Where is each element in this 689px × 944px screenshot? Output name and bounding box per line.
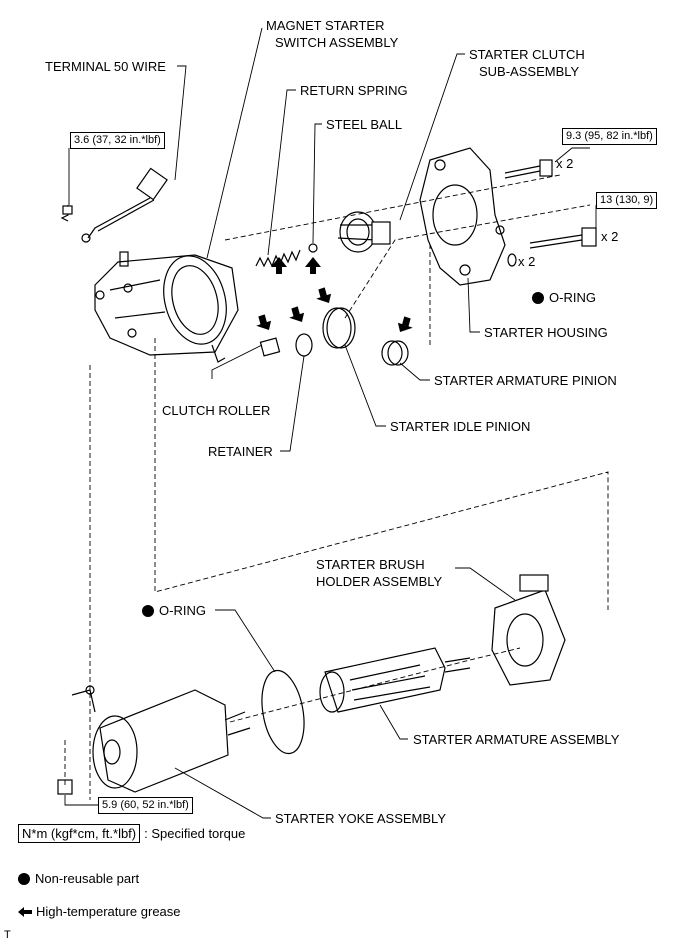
grease-arrow-icon (289, 306, 305, 322)
qty-bolt-2: x 2 (601, 229, 619, 244)
yoke-assembly-drawing (71, 685, 251, 793)
through-bolt-drawing-2 (529, 227, 597, 249)
label-starter-idle-pinion: STARTER IDLE PINION (390, 419, 531, 434)
grease-arrow-icon (305, 257, 321, 274)
label-return-spring: RETURN SPRING (300, 83, 408, 98)
steel-ball-drawing (308, 243, 318, 253)
armature-assembly-drawing (319, 647, 471, 713)
idle-pinion-drawing (322, 307, 356, 349)
qty-bolt-1: x 2 (556, 156, 574, 171)
grease-arrow-icon (316, 287, 332, 303)
legend-torque: N*m (kgf*cm, ft.*lbf): Specified torque (18, 824, 246, 843)
label-terminal-50-wire: TERMINAL 50 WIRE (45, 59, 166, 74)
torque-through-bolt-2: 13 (130, 9) (596, 192, 658, 209)
qty-o-ring: x 2 (518, 254, 536, 269)
grease-arrow-icon (256, 314, 272, 330)
label-housing-o-ring: O-RING (532, 290, 596, 305)
label-retainer: RETAINER (208, 444, 273, 459)
label-starter-armature-assembly: STARTER ARMATURE ASSEMBLY (413, 732, 620, 747)
legend-nonreusable: Non-reusable part (18, 871, 139, 886)
torque-terminal-nut: 3.6 (37, 32 in.*lbf) (70, 132, 165, 149)
legend-grease: High-temperature grease (18, 904, 181, 919)
armature-pinion-drawing (381, 340, 409, 366)
grease-arrow-icon (397, 316, 413, 332)
legend-torque-desc: : Specified torque (144, 826, 246, 841)
grease-arrow-icon (271, 257, 287, 274)
label-starter-housing: STARTER HOUSING (484, 325, 608, 340)
label-clutch-roller: CLUTCH ROLLER (162, 403, 271, 418)
label-yoke-o-ring-text: O-RING (159, 603, 206, 618)
yoke-o-ring-drawing (261, 669, 305, 755)
magnet-starter-switch-drawing (94, 251, 239, 363)
torque-through-bolt-1: 9.3 (95, 82 in.*lbf) (562, 128, 657, 145)
legend-nonreusable-text: Non-reusable part (35, 871, 140, 886)
label-switch-assembly: SWITCH ASSEMBLY (275, 35, 399, 50)
label-starter-armature-pinion: STARTER ARMATURE PINION (434, 373, 617, 388)
label-yoke-o-ring: O-RING (142, 603, 206, 618)
through-bolt-drawing-1 (504, 159, 553, 179)
grease-arrows (256, 257, 413, 332)
non-reusable-dot-icon (142, 605, 154, 617)
label-starter-clutch: STARTER CLUTCH (469, 47, 585, 62)
starter-housing-drawing (419, 147, 506, 286)
label-steel-ball: STEEL BALL (326, 117, 403, 132)
grease-arrow-icon (18, 907, 32, 917)
brush-holder-drawing (491, 574, 566, 686)
label-housing-o-ring-text: O-RING (549, 290, 596, 305)
terminal-50-wire-drawing (60, 167, 168, 243)
legend-grease-text: High-temperature grease (36, 904, 181, 919)
non-reusable-dot-icon (532, 292, 544, 304)
label-holder-assembly: HOLDER ASSEMBLY (316, 574, 443, 589)
label-sub-assembly: SUB-ASSEMBLY (479, 64, 580, 79)
label-magnet-starter: MAGNET STARTER (266, 18, 385, 33)
torque-yoke-nut: 5.9 (60, 52 in.*lbf) (98, 797, 193, 814)
label-starter-yoke-assembly: STARTER YOKE ASSEMBLY (275, 811, 446, 826)
corner-mark: T (4, 929, 11, 941)
label-starter-brush: STARTER BRUSH (316, 557, 425, 572)
starter-clutch-drawing (337, 211, 391, 253)
retainer-drawing (295, 333, 313, 357)
clutch-roller-drawing (259, 337, 281, 357)
legend-torque-unit: N*m (kgf*cm, ft.*lbf) (18, 824, 141, 843)
non-reusable-dot-icon (18, 873, 30, 885)
housing-o-ring-drawing (507, 253, 517, 267)
